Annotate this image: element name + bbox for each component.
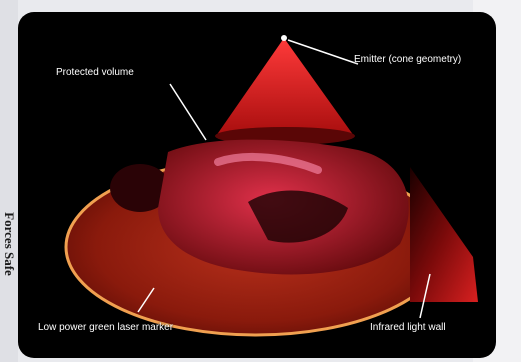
- diagram-panel: Emitter (cone geometry) Protected volume…: [18, 12, 496, 358]
- side-caption: Forces Safe: [1, 179, 17, 309]
- label-light-wall: Infrared light wall: [370, 322, 446, 333]
- label-emitter: Emitter (cone geometry): [354, 54, 461, 65]
- light-wall: [410, 167, 478, 302]
- protected-volume-pointer: [170, 84, 206, 140]
- emitter-cone: [216, 38, 354, 136]
- label-laser-marker: Low power green laser marker: [38, 322, 173, 333]
- left-margin-strip: Forces Safe: [0, 0, 18, 362]
- label-protected-volume: Protected volume: [56, 67, 134, 78]
- emitter-point: [281, 35, 287, 41]
